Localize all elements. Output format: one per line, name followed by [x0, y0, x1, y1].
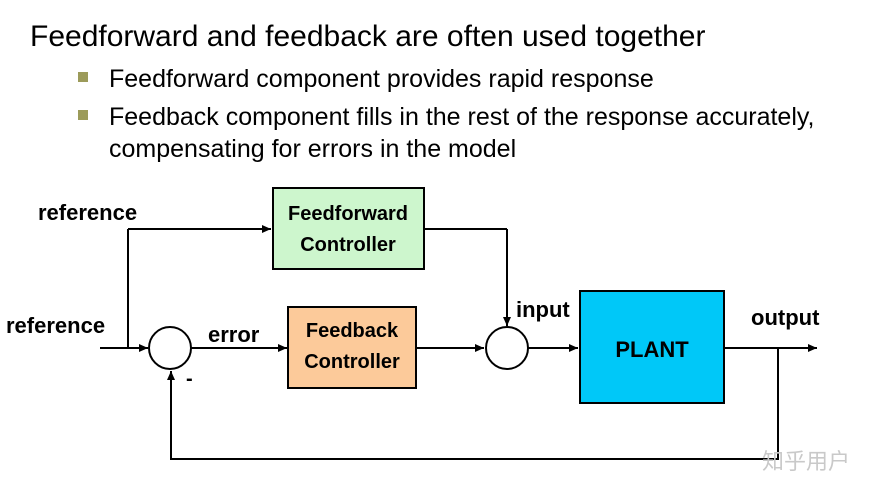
- minus-sign-label: -: [186, 368, 193, 390]
- feedback-loop-line: [167, 348, 779, 460]
- reference-label-top: reference: [38, 200, 137, 225]
- bullet-text-continuation: compensating for errors in the model: [109, 135, 517, 163]
- feedback-label-line1: Feedback: [306, 320, 399, 342]
- feedback-controller-block: [287, 306, 417, 389]
- bullet-square-icon: [78, 72, 88, 82]
- output-label: output: [751, 305, 820, 330]
- bullet-text: Feedforward component provides rapid res…: [109, 65, 654, 93]
- reference-label-left: reference: [6, 313, 105, 338]
- feedforward-controller-block: [272, 187, 425, 270]
- input-label: input: [516, 297, 570, 322]
- bullet-square-icon: [78, 110, 88, 120]
- feedback-label-line2: Controller: [304, 351, 400, 373]
- error-summing-junction: [148, 326, 192, 370]
- feedforward-label-line2: Controller: [300, 234, 396, 256]
- plant-label: PLANT: [615, 337, 689, 362]
- feedforward-label-line1: Feedforward: [288, 203, 408, 225]
- watermark-text: 知乎用户: [762, 450, 850, 475]
- slide-title: Feedforward and feedback are often used …: [30, 20, 706, 53]
- plant-block: [579, 290, 725, 404]
- error-label: error: [208, 322, 260, 347]
- input-summing-junction: [485, 326, 529, 370]
- bullet-text: Feedback component fills in the rest of …: [109, 103, 815, 131]
